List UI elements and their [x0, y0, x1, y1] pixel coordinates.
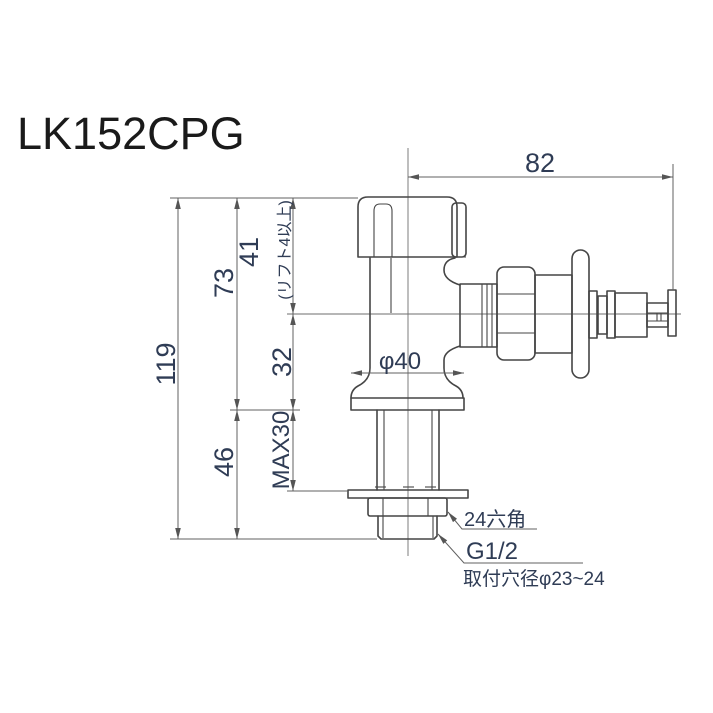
arrowhead [290, 198, 296, 209]
dim-spout-center-height: 32 [267, 347, 297, 377]
thread-end [377, 515, 438, 540]
lock-nut [367, 497, 448, 517]
arrowhead [351, 370, 362, 376]
model-number: LK152CPG [17, 108, 245, 159]
spout-ring-b [606, 290, 616, 339]
spout-waist [597, 295, 608, 335]
dim-base-diameter: φ40 [379, 348, 421, 375]
arrowhead [290, 480, 296, 491]
arrowhead [290, 399, 296, 410]
arrowhead [453, 370, 464, 376]
dim-max-counter-thickness: MAX30 [268, 411, 295, 490]
arrowhead [438, 534, 448, 544]
faucet-outline [347, 196, 677, 540]
base-flange-plate [350, 397, 465, 411]
arrowhead [175, 198, 181, 209]
spout-hex-nut [496, 266, 536, 361]
arrowhead [290, 314, 296, 325]
dim-total-height: 119 [151, 342, 181, 385]
arrowhead [234, 528, 240, 539]
arrowhead [234, 410, 240, 421]
arrowhead [234, 399, 240, 410]
handle-knob [357, 196, 458, 258]
body-right-lower-profile [443, 345, 464, 399]
dim-handle-lift: 41 [234, 237, 264, 267]
outlet-end-flange [667, 289, 677, 337]
dimension-lines [170, 164, 674, 564]
label-hole-note: 取付穴径φ23~24 [463, 568, 605, 590]
label-hex-nut: 24六角 [464, 508, 526, 531]
label-thread: G1/2 [466, 538, 518, 565]
dim-spout-length: 82 [525, 148, 555, 178]
arrowhead [290, 410, 296, 421]
body-left-profile [350, 257, 371, 399]
leader-thread [437, 533, 583, 564]
dim-handle-lift-note: (リフト4以上) [276, 200, 294, 300]
arrowhead [290, 303, 296, 314]
arrowhead [448, 512, 457, 523]
drawing-text: LK152CPG 82 119 73 46 41 (リフト4以上) 32 MAX… [17, 108, 605, 590]
dim-height-above-counter: 73 [209, 268, 239, 298]
arrowhead [662, 174, 673, 180]
arrowhead [234, 198, 240, 209]
handle-slot [373, 203, 393, 257]
arrowhead [408, 174, 419, 180]
body-right-profile [443, 257, 461, 286]
handle-tab [451, 202, 467, 258]
dim-height-below-counter: 46 [209, 447, 239, 477]
outlet-cylinder [614, 292, 648, 338]
arrowhead [175, 528, 181, 539]
spout-ring-a [588, 290, 598, 339]
centerlines [287, 148, 681, 556]
